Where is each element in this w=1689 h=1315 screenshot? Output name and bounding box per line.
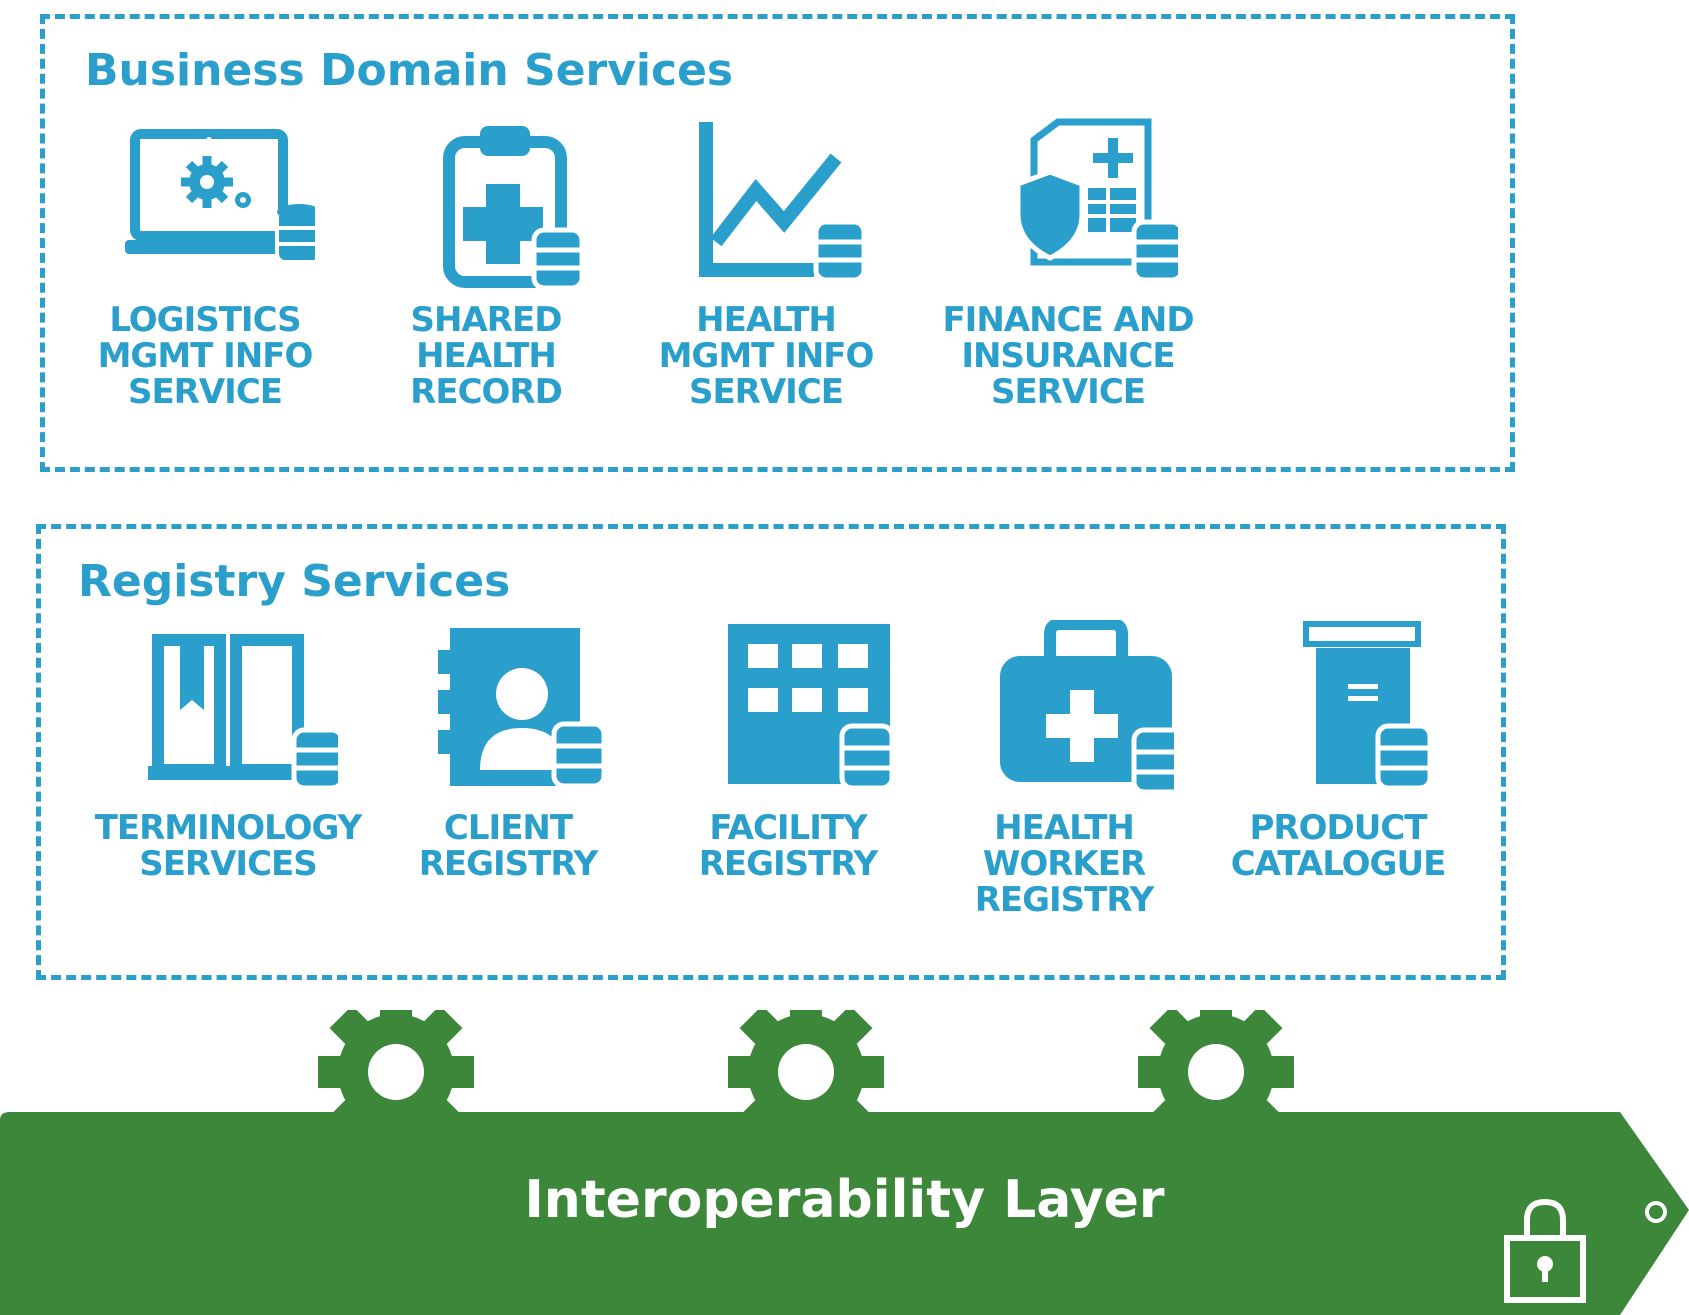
service-label: PRODUCT CATALOGUE	[1230, 808, 1447, 884]
lock-icon	[1504, 1198, 1586, 1303]
gear-icon	[1138, 1010, 1294, 1150]
gear-icon	[318, 1010, 474, 1150]
service-terminology: TERMINOLOGY SERVICES	[88, 620, 368, 882]
business-domain-services-title: Business Domain Services	[85, 45, 734, 96]
contact-book-database-icon	[438, 628, 607, 789]
service-facility-registry: FACILITY REGISTRY	[648, 620, 928, 882]
service-shared-health-record: SHARED HEALTH RECORD	[346, 112, 626, 410]
line-chart-database-icon	[699, 122, 867, 283]
insurance-document-database-icon	[1015, 118, 1178, 283]
service-label: FINANCE AND INSURANCE SERVICE	[942, 300, 1194, 412]
service-health-worker-registry: HEALTH WORKER REGISTRY	[924, 620, 1204, 918]
book-database-icon	[148, 634, 338, 791]
service-product-catalogue: PRODUCT CATALOGUE	[1198, 620, 1478, 882]
service-finance-insurance: FINANCE AND INSURANCE SERVICE	[928, 112, 1208, 410]
interoperability-layer-band	[0, 1010, 1689, 1315]
service-label: LOGISTICS MGMT INFO SERVICE	[97, 300, 314, 412]
medical-kit-database-icon	[1000, 620, 1174, 795]
service-label: HEALTH MGMT INFO SERVICE	[658, 300, 875, 412]
service-label: HEALTH WORKER REGISTRY	[974, 808, 1155, 920]
service-health-mgmt-info: HEALTH MGMT INFO SERVICE	[626, 112, 906, 410]
gear-icon	[728, 1010, 884, 1150]
service-label: FACILITY REGISTRY	[698, 808, 879, 884]
laptop-gears-database-icon	[125, 129, 315, 264]
registry-services-group: Registry Services	[36, 524, 1506, 980]
product-package-database-icon	[1303, 621, 1433, 791]
service-label: SHARED HEALTH RECORD	[410, 300, 563, 412]
clipboard-medical-database-icon	[443, 126, 585, 291]
service-logistics-mgmt-info: LOGISTICS MGMT INFO SERVICE	[65, 112, 345, 410]
business-domain-services-group: Business Domain Services	[40, 14, 1515, 472]
service-client-registry: CLIENT REGISTRY	[368, 620, 648, 882]
registry-services-title: Registry Services	[78, 556, 511, 607]
service-label: TERMINOLOGY SERVICES	[94, 808, 363, 884]
service-label: CLIENT REGISTRY	[418, 808, 599, 884]
interoperability-layer-title: Interoperability Layer	[524, 1170, 1165, 1230]
building-database-icon	[728, 624, 895, 791]
